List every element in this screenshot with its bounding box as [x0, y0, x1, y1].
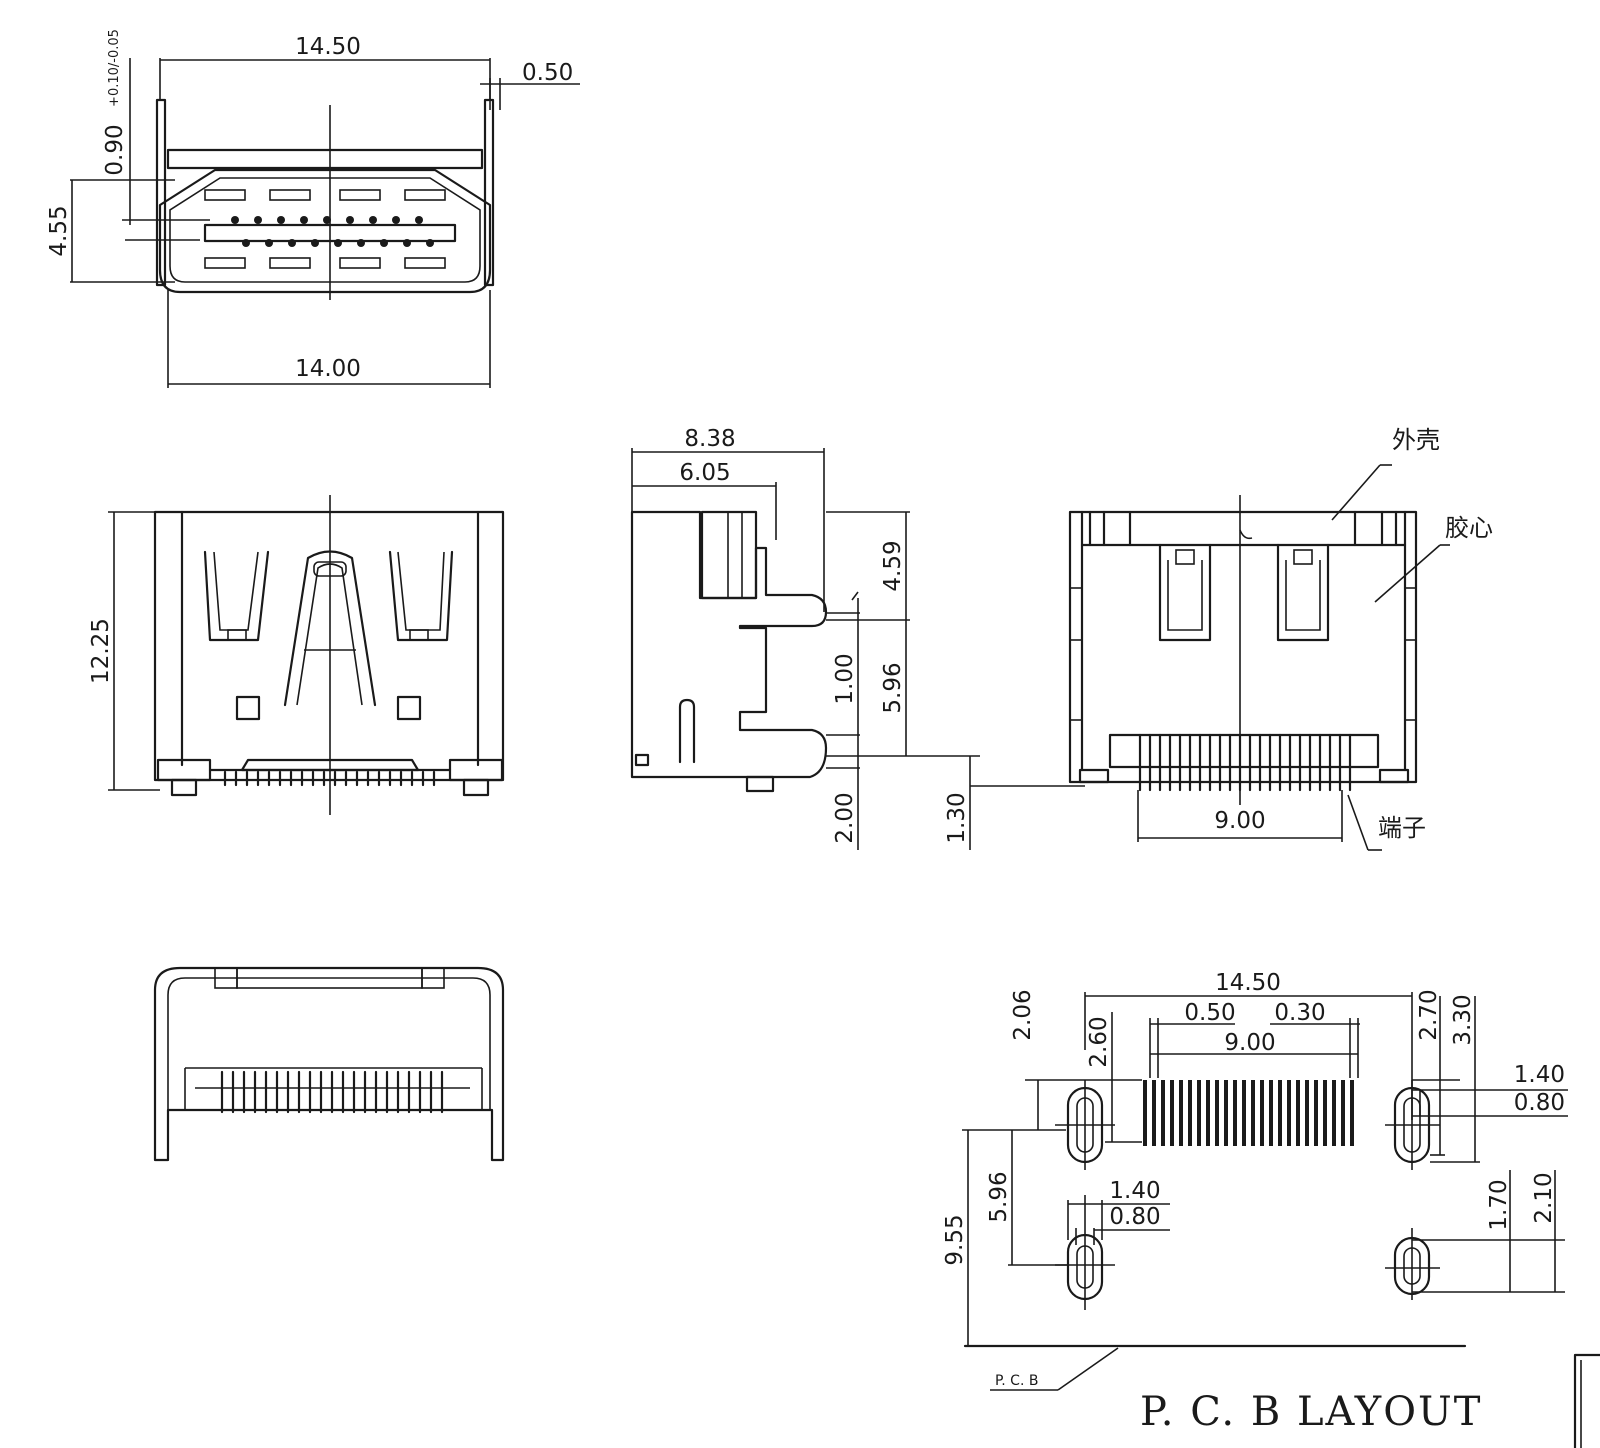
dim-pcb-slot-h-right-bottom-b: 2.10 — [1531, 1172, 1557, 1223]
dim-pcb-top-offset-right-a: 2.70 — [1416, 989, 1442, 1040]
dim-pcb-board-depth: 9.55 — [942, 1214, 968, 1265]
dim-side-height-upper: 4.59 — [880, 540, 906, 591]
dim-side-depth-front: 6.05 — [679, 460, 730, 486]
dim-front-width-bottom: 14.00 — [295, 356, 361, 382]
dim-pcb-pad-width: 0.30 — [1274, 1000, 1325, 1026]
dim-front-tolerance: +0.10/-0.05 — [107, 29, 122, 107]
dim-side-standoff: 1.00 — [832, 653, 858, 704]
dim-pcb-pitch: 0.50 — [1184, 1000, 1235, 1026]
side-view: 8.38 6.05 4.59 1.00 5.96 2.00 1.30 — [630, 426, 1085, 850]
dim-pcb-slot-w-right-top: 1.40 — [1514, 1062, 1565, 1088]
dim-pcb-pin-span: 9.00 — [1224, 1030, 1275, 1056]
label-shell: 外壳 — [1392, 426, 1440, 454]
dim-pcb-slot-d-right-top: 0.80 — [1514, 1090, 1565, 1116]
dim-top-length: 12.25 — [88, 618, 114, 684]
back-view-pins — [1138, 733, 1352, 792]
dim-pcb-top-offset-right-b: 3.30 — [1450, 994, 1476, 1045]
pcb-label: P. C. B — [995, 1373, 1038, 1389]
back-view: 9.00 外壳 胶心 端子 — [1068, 426, 1493, 851]
dim-pcb-hole-spacing: 5.96 — [986, 1171, 1012, 1222]
dim-pcb-slot-h-right-bottom-a: 1.70 — [1486, 1179, 1512, 1230]
dim-front-flange: 0.50 — [522, 60, 573, 86]
dim-front-tongue-offset: 0.90 — [102, 124, 128, 175]
dim-pcb-pad-length: 2.60 — [1086, 1016, 1112, 1067]
dim-front-opening-height: 4.55 — [46, 205, 72, 256]
dim-side-height-lower: 5.96 — [880, 662, 906, 713]
label-terminal: 端子 — [1378, 814, 1426, 842]
bottom-view — [153, 966, 505, 1162]
dim-side-pcb-offset: 1.30 — [944, 792, 970, 843]
dim-pcb-overall-width: 14.50 — [1215, 970, 1281, 996]
top-view-pins — [223, 770, 436, 787]
pcb-layout: 14.50 0.50 0.30 9.00 — [942, 970, 1600, 1448]
pcb-pads — [1143, 1080, 1354, 1146]
label-insulator: 胶心 — [1445, 514, 1493, 542]
dim-pcb-top-offset-left: 2.06 — [1010, 989, 1036, 1040]
pcb-layout-title: P. C. B LAYOUT — [1140, 1389, 1482, 1435]
dim-side-tail: 2.00 — [832, 792, 858, 843]
bottom-view-pins — [220, 1070, 444, 1114]
front-view: 14.50 0.50 0.90 +0.10/-0.05 4.55 — [46, 29, 580, 388]
dim-side-depth-total: 8.38 — [684, 426, 735, 452]
dim-back-pin-span: 9.00 — [1214, 808, 1265, 834]
dim-pcb-slot-d-left-bottom: 0.80 — [1109, 1204, 1160, 1230]
dim-pcb-slot-w-left-bottom: 1.40 — [1109, 1178, 1160, 1204]
top-view: 12.25 — [88, 495, 505, 815]
dim-front-width-top: 14.50 — [295, 34, 361, 60]
front-pins — [231, 216, 434, 247]
